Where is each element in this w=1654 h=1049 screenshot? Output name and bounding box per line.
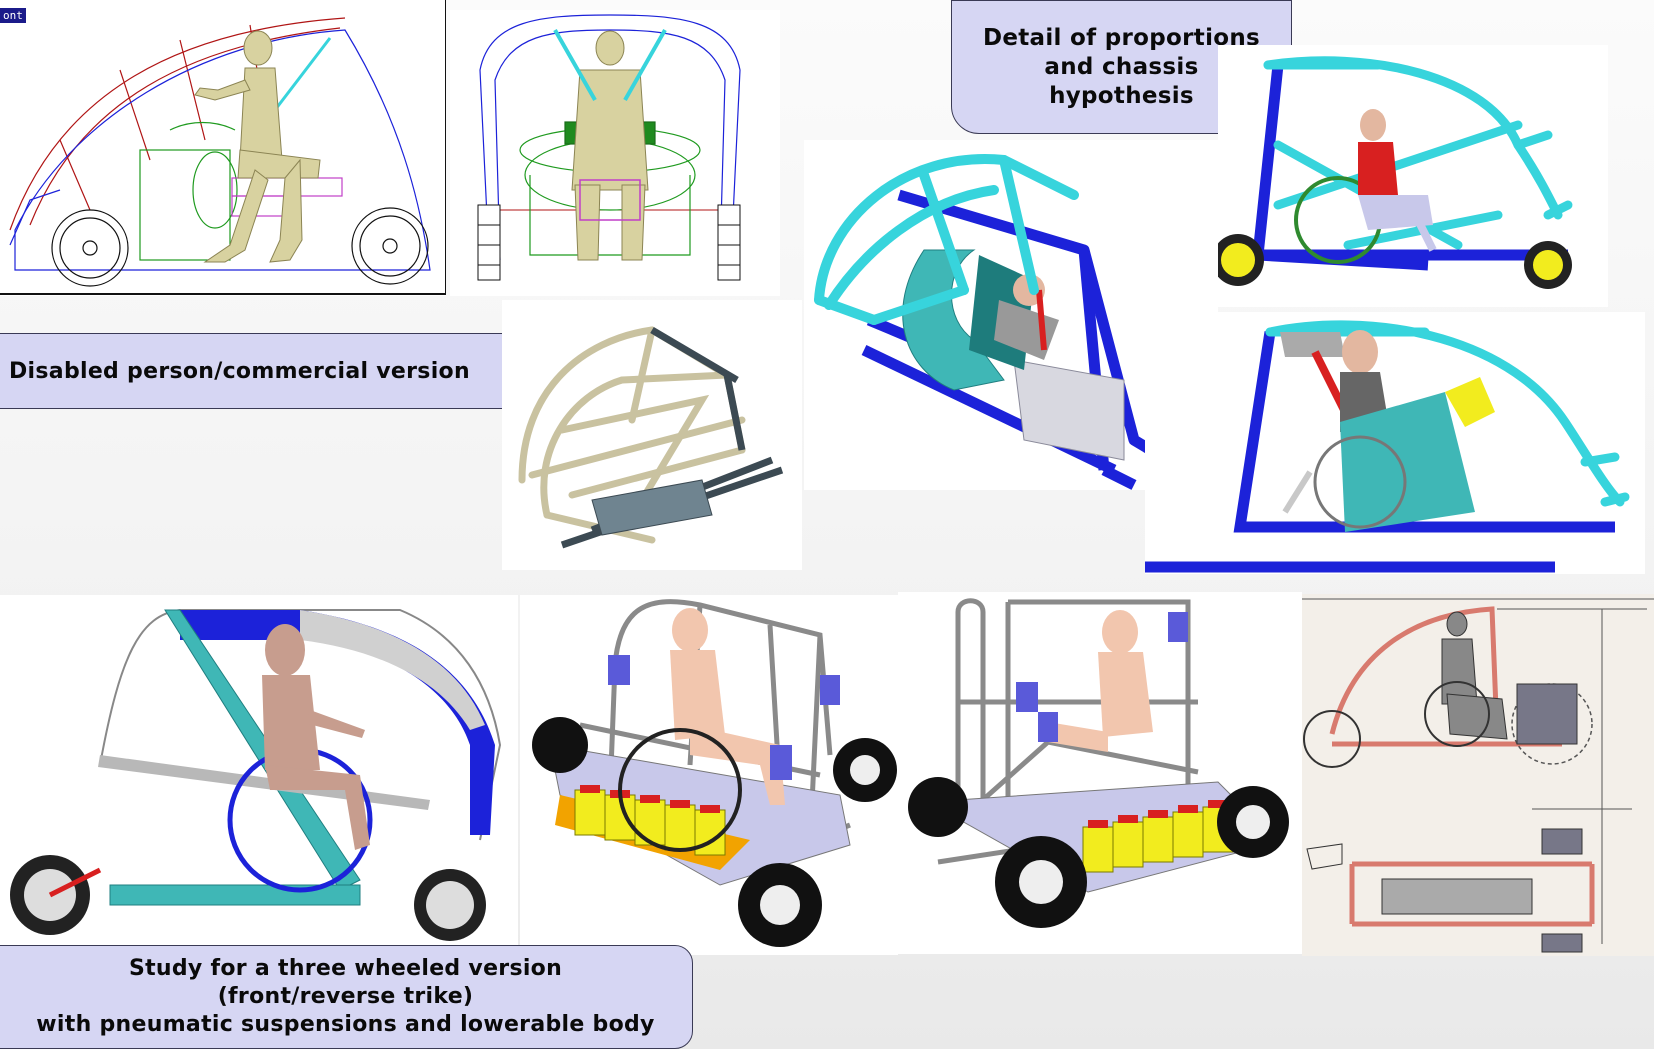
tubular-frame-a-drawing	[532, 599, 897, 947]
cad-front-view-drawing	[477, 14, 741, 281]
hand-sketch	[1302, 594, 1654, 956]
trike-callout-line1: Study for a three wheeled version	[128, 956, 563, 981]
viewport-label: ont	[0, 8, 26, 23]
cad-side-view-drawing	[0, 0, 446, 295]
trike-side-drawing	[10, 609, 502, 941]
chassis-frame-render	[502, 300, 802, 570]
hand-sketch-drawing	[1302, 598, 1654, 953]
detail-callout-line1: Detail of proportions	[982, 24, 1261, 51]
tubular-frame-render-b	[898, 592, 1302, 954]
trike-callout: Study for a three wheeled version (front…	[0, 945, 693, 1049]
disabled-callout-text: Disabled person/commercial version	[9, 358, 470, 384]
cad-side-view: ont	[0, 0, 446, 296]
detail-callout-line3: hypothesis	[1049, 82, 1194, 109]
side-frame-b-drawing	[1145, 320, 1630, 573]
tubular-frame-render-a	[520, 595, 898, 955]
side-frame-a-drawing	[1218, 56, 1573, 289]
disabled-callout: Disabled person/commercial version	[0, 333, 528, 409]
trike-side-render	[0, 595, 518, 955]
trike-callout-line3: with pneumatic suspensions and lowerable…	[36, 1012, 655, 1037]
side-frame-render-b	[1145, 312, 1645, 574]
trike-callout-line2: (front/reverse trike)	[217, 984, 474, 1009]
side-frame-render-a	[1218, 45, 1608, 307]
chassis-frame-drawing	[518, 326, 784, 549]
cad-front-view	[450, 10, 780, 296]
tubular-frame-b-drawing	[908, 598, 1289, 928]
iso-frame-drawing	[814, 154, 1187, 490]
iso-frame-render	[804, 140, 1218, 490]
detail-callout-line2: and chassis	[1044, 53, 1199, 80]
